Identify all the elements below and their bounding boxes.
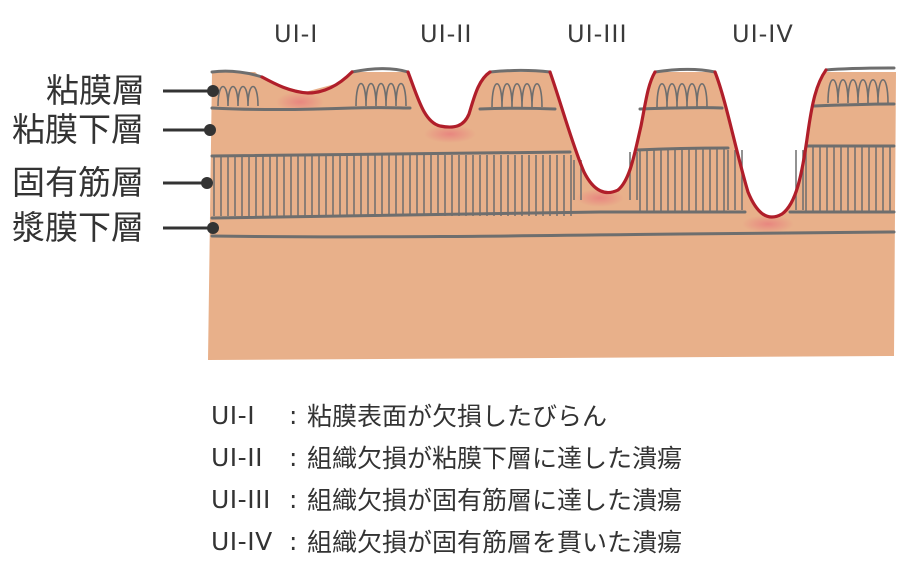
muscularis-bottom-line bbox=[210, 210, 747, 220]
mucosa-surface-left bbox=[210, 69, 264, 79]
pointer-dot-submucosa bbox=[204, 124, 216, 136]
legend-row-ui-ii: UI-II : 組織欠損が粘膜下層に達した潰瘍 bbox=[211, 436, 911, 478]
pointer-dot-subserosa bbox=[207, 222, 219, 234]
mucosa-surface-fourth bbox=[653, 67, 717, 74]
gland-loop-group bbox=[827, 79, 889, 104]
legend-separator: : bbox=[289, 526, 298, 556]
muscularis-mucosae-line-3 bbox=[638, 106, 724, 111]
ulcer-outline-ui-iv bbox=[713, 68, 828, 219]
pointer-dot-muscularis bbox=[201, 177, 213, 189]
ulcer-outline-ui-i bbox=[260, 70, 354, 95]
pointer-dot-mucosa bbox=[207, 85, 219, 97]
muscularis-mucosae-line bbox=[210, 106, 412, 111]
legend-description: 粘膜表面が欠損したびらん bbox=[307, 402, 608, 431]
stage-label-ui-iii: UI-III bbox=[567, 20, 628, 48]
legend-code: UI-III bbox=[211, 484, 271, 514]
ulcer-legend: UI-I : 粘膜表面が欠損したびらん UI-II : 組織欠損が粘膜下層に達し… bbox=[211, 394, 911, 562]
pointer-dots bbox=[201, 85, 219, 234]
layer-label-submucosa: 粘膜下層 bbox=[12, 110, 144, 149]
legend-description: 組織欠損が粘膜下層に達した潰瘍 bbox=[307, 444, 683, 473]
legend-separator: : bbox=[289, 442, 298, 472]
legend-code: UI-II bbox=[211, 442, 263, 472]
ulcer-outline-ui-iii bbox=[548, 70, 657, 195]
muscularis-mucosae-line-2 bbox=[478, 106, 557, 111]
ulcer-outline-ui-ii bbox=[406, 70, 492, 129]
legend-code: UI-IV bbox=[211, 526, 273, 556]
muscularis-top-line-2 bbox=[635, 146, 730, 152]
muscularis-mucosae-line-4 bbox=[812, 102, 896, 108]
gland-loop-group bbox=[656, 83, 708, 108]
layer-label-mucosa: 粘膜層 bbox=[46, 71, 145, 110]
gland-loop-group bbox=[491, 83, 543, 108]
legend-code: UI-I bbox=[211, 400, 256, 430]
erosion-glow-ui-iv bbox=[742, 215, 794, 233]
layer-label-subserosa: 漿膜下層 bbox=[12, 208, 144, 247]
legend-separator: : bbox=[289, 484, 298, 514]
tissue-body bbox=[208, 72, 896, 360]
legend-row-ui-i: UI-I : 粘膜表面が欠損したびらん bbox=[211, 394, 911, 436]
layer-label-muscularis: 固有筋層 bbox=[12, 163, 144, 202]
legend-description: 組織欠損が固有筋層に達した潰瘍 bbox=[307, 486, 683, 515]
erosion-glow-ui-i bbox=[276, 92, 324, 112]
muscle-fibers bbox=[213, 146, 891, 216]
mucosa-surface-right bbox=[824, 66, 896, 72]
gland-loop-group bbox=[217, 85, 259, 107]
legend-row-ui-iv: UI-IV : 組織欠損が固有筋層を貫いた潰瘍 bbox=[211, 520, 911, 562]
mucosal-glands bbox=[217, 79, 889, 108]
legend-row-ui-iii: UI-III : 組織欠損が固有筋層に達した潰瘍 bbox=[211, 478, 911, 520]
legend-description: 組織欠損が固有筋層を貫いた潰瘍 bbox=[307, 528, 683, 557]
tissue-cross-section bbox=[163, 66, 896, 360]
stage-label-ui-ii: UI-II bbox=[420, 20, 473, 48]
mucosa-surface-second bbox=[350, 67, 410, 74]
mucosa-surface-third bbox=[488, 69, 552, 74]
erosion-glow-ui-ii bbox=[424, 125, 476, 143]
gland-loop-group bbox=[355, 82, 407, 107]
serosa-line bbox=[210, 230, 896, 239]
stage-label-ui-i: UI-I bbox=[274, 20, 319, 48]
stage-label-ui-iv: UI-IV bbox=[732, 20, 794, 48]
layer-pointers bbox=[163, 89, 212, 230]
ulcer-depth-diagram: 粘膜層 粘膜下層 固有筋層 漿膜下層 UI-I UI-II UI-III UI-… bbox=[12, 20, 896, 360]
legend-separator: : bbox=[289, 400, 298, 430]
